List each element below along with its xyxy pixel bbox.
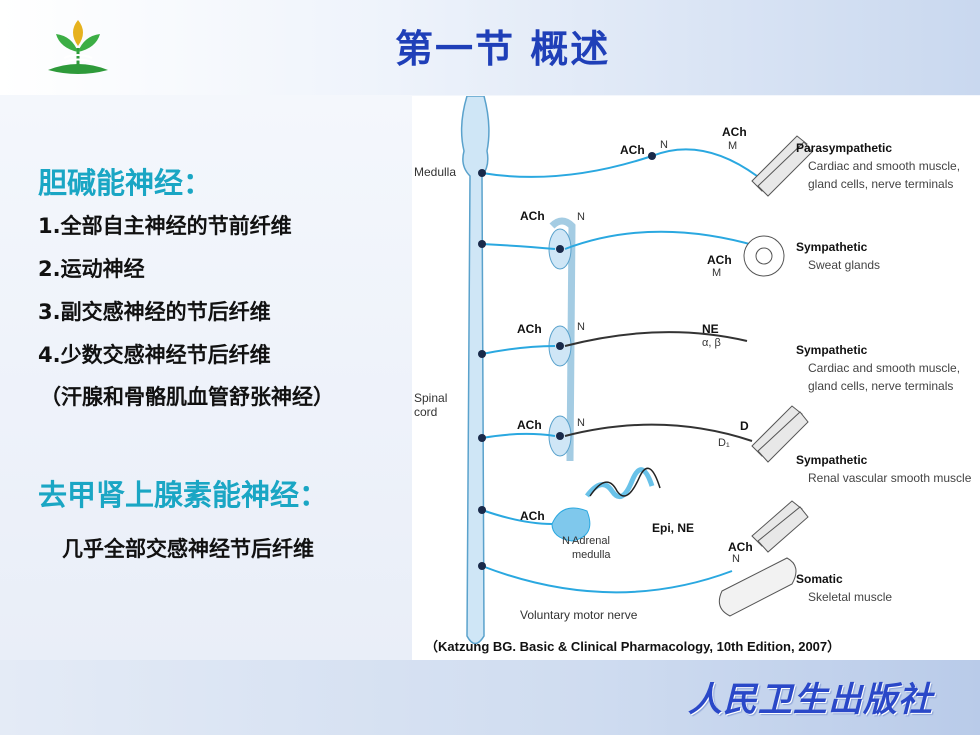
cholinergic-item: 3.副交感神经的节后纤维 [38, 300, 271, 324]
footer-band [0, 660, 980, 735]
cholinergic-item-note: （汗腺和骨骼肌血管舒张神经） [40, 385, 334, 409]
n-label: N [577, 321, 585, 333]
cholinergic-item: 4.少数交感神经节后纤维 [38, 343, 271, 367]
ach-label: ACh [520, 209, 545, 223]
target-desc: Cardiac and smooth muscle, [808, 361, 960, 375]
plant-logo-icon [48, 20, 108, 74]
target-desc: gland cells, nerve terminals [808, 379, 953, 393]
adrenergic-heading: 去甲肾上腺素能神经： [38, 478, 329, 512]
target-desc: Skeletal muscle [808, 590, 892, 604]
spinal-cord [460, 95, 490, 645]
ach-label: ACh [722, 125, 747, 139]
diagram-panel: Medulla Spinal cord Voluntary motor nerv… [412, 95, 980, 660]
n-label: N [732, 553, 740, 565]
cholinergic-item: 2.运动神经 [38, 257, 145, 281]
header-band [0, 0, 980, 95]
m-label: M [712, 267, 721, 279]
ach-label: ACh [620, 143, 645, 157]
page-title: 第一节 概述 [395, 27, 611, 71]
medulla-label: Medulla [414, 165, 456, 179]
voluntary-label: Voluntary motor nerve [520, 608, 638, 622]
ach-label: ACh [517, 418, 542, 432]
alpha-beta-label: α, β [702, 337, 721, 349]
target-title: Sympathetic [796, 240, 868, 254]
target-title: Sympathetic [796, 453, 868, 467]
target-desc: Sweat glands [808, 258, 880, 272]
adrenergic-item: 几乎全部交感神经节后纤维 [62, 537, 314, 561]
n-label: N [660, 139, 668, 151]
ach-label: ACh [520, 509, 545, 523]
target-title: Sympathetic [796, 343, 868, 357]
cholinergic-heading: 胆碱能神经： [38, 166, 213, 200]
spinal-label: Spinal [414, 391, 447, 405]
n-label: N [577, 417, 585, 429]
citation: （Katzung BG. Basic & Clinical Pharmacolo… [425, 639, 841, 654]
cholinergic-item: 1.全部自主神经的节前纤维 [38, 214, 292, 238]
publisher-logo: 人民卫生出版社 [688, 680, 933, 720]
ach-label: ACh [728, 540, 753, 554]
adrenal-medulla-label: medulla [572, 549, 611, 561]
ach-label: ACh [517, 322, 542, 336]
n-label: N [577, 211, 585, 223]
n-label: N [562, 535, 570, 547]
d-label: D [740, 419, 749, 433]
ach-label: ACh [707, 253, 732, 267]
adrenal-label: Adrenal [572, 535, 610, 547]
nervous-system-diagram: Medulla Spinal cord Voluntary motor nerv… [414, 95, 972, 645]
cord-label: cord [414, 405, 437, 419]
target-title: Somatic [796, 572, 843, 586]
target-desc: gland cells, nerve terminals [808, 177, 953, 191]
d1-label: D₁ [718, 437, 730, 449]
ne-label: NE [702, 322, 719, 336]
target-desc: Renal vascular smooth muscle [808, 471, 972, 485]
target-title: Parasympathetic [796, 141, 892, 155]
target-desc: Cardiac and smooth muscle, [808, 159, 960, 173]
m-label: M [728, 140, 737, 152]
epi-ne-label: Epi, NE [652, 521, 694, 535]
